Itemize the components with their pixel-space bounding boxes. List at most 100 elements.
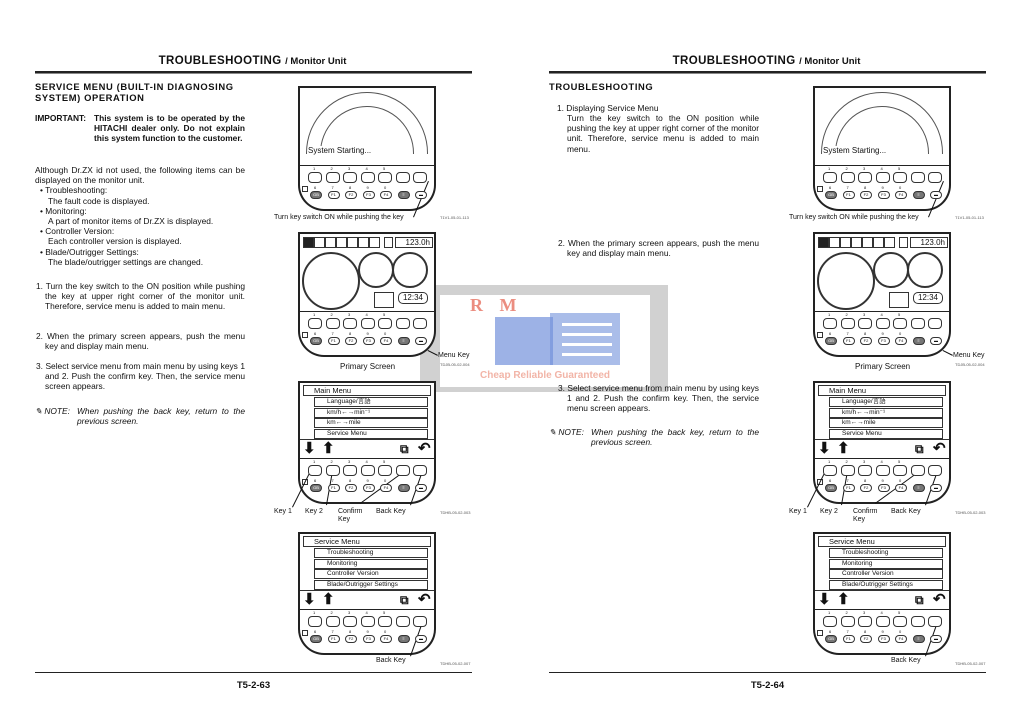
function-key[interactable]: F1 [842,191,855,199]
menu-item[interactable]: km/h←→min⁻¹ [314,407,428,418]
menu-item[interactable]: km←→mile [829,418,943,428]
function-key[interactable]: F3 [877,635,890,643]
key-3[interactable] [858,465,872,476]
key-3[interactable] [343,465,357,476]
function-key[interactable]: ▬ [415,191,427,199]
function-key[interactable]: ≡ [397,191,410,199]
function-key[interactable]: F1 [842,484,855,492]
key-4[interactable] [360,318,375,329]
key-1[interactable] [823,172,837,183]
key-6[interactable] [910,616,925,627]
function-key[interactable]: F4 [380,337,392,345]
function-key[interactable]: F4 [895,484,907,492]
key-2[interactable] [840,616,855,627]
key-6[interactable] [395,616,410,627]
key-1[interactable] [308,616,322,627]
function-key[interactable]: F2 [345,337,357,345]
function-key[interactable]: F4 [895,191,907,199]
key-1[interactable] [308,172,322,183]
key-4[interactable] [360,465,375,476]
menu-item[interactable]: Controller Version [829,569,943,579]
key-4[interactable] [875,172,890,183]
menu-item[interactable]: Troubleshooting [314,548,428,558]
function-key[interactable]: F3 [877,191,890,199]
function-key[interactable]: F1 [327,191,340,199]
key-6[interactable] [395,172,410,183]
menu-item[interactable]: Blade/Outrigger Settings [829,579,943,590]
function-key[interactable]: ▬ [930,337,942,345]
function-key[interactable]: F2 [345,635,357,643]
menu-item[interactable]: Language/言語 [314,397,428,407]
key-5[interactable] [378,318,392,329]
function-key[interactable]: ▬ [930,484,942,492]
function-key[interactable]: F3 [362,635,375,643]
key-3[interactable] [858,616,872,627]
function-key[interactable]: F1 [842,337,855,345]
function-key[interactable]: F2 [345,191,357,199]
key-5[interactable] [893,465,907,476]
key-7[interactable] [413,172,427,183]
menu-item[interactable]: Language/言語 [829,397,943,407]
function-key[interactable]: F3 [362,484,375,492]
menu-item[interactable]: Service Menu [314,428,428,439]
menu-item[interactable]: Service Menu [829,428,943,439]
function-key[interactable]: F2 [345,484,357,492]
function-key[interactable]: ≡ [912,635,925,643]
menu-item[interactable]: km/h←→min⁻¹ [829,407,943,418]
key-1[interactable] [823,465,837,476]
function-key[interactable]: F3 [877,337,890,345]
key-2[interactable] [325,172,340,183]
key-3[interactable] [343,616,357,627]
key-1[interactable] [308,318,322,329]
function-key[interactable]: F3 [362,337,375,345]
function-key[interactable]: ▬ [415,337,427,345]
key-4[interactable] [360,172,375,183]
function-key[interactable]: GB [310,191,322,199]
function-key[interactable]: F3 [877,484,890,492]
key-5[interactable] [378,172,392,183]
key-5[interactable] [378,465,392,476]
function-key[interactable]: F1 [327,337,340,345]
function-key[interactable]: ▬ [930,635,942,643]
function-key[interactable]: F4 [380,191,392,199]
key-4[interactable] [875,318,890,329]
key-2[interactable] [840,465,855,476]
key-3[interactable] [858,172,872,183]
function-key[interactable]: F2 [860,337,872,345]
function-key[interactable]: F4 [895,337,907,345]
key-3[interactable] [343,172,357,183]
function-key[interactable]: GB [825,191,837,199]
key-4[interactable] [360,616,375,627]
key-5[interactable] [893,616,907,627]
key-6[interactable] [910,465,925,476]
function-key[interactable]: GB [825,635,837,643]
key-1[interactable] [823,318,837,329]
function-key[interactable]: F4 [895,635,907,643]
menu-item[interactable]: Troubleshooting [829,548,943,558]
function-key[interactable]: GB [825,484,837,492]
key-7[interactable] [413,318,427,329]
function-key[interactable]: ≡ [397,635,410,643]
key-5[interactable] [378,616,392,627]
key-2[interactable] [325,318,340,329]
key-5[interactable] [893,172,907,183]
key-4[interactable] [875,616,890,627]
key-7[interactable] [928,465,942,476]
menu-item[interactable]: Monitoring [829,558,943,569]
key-2[interactable] [325,616,340,627]
key-7[interactable] [413,465,427,476]
function-key[interactable]: ▬ [415,635,427,643]
key-4[interactable] [875,465,890,476]
function-key[interactable]: ≡ [397,337,410,345]
function-key[interactable]: F2 [860,484,872,492]
function-key[interactable]: F3 [362,191,375,199]
key-3[interactable] [343,318,357,329]
key-2[interactable] [840,318,855,329]
function-key[interactable]: GB [310,635,322,643]
menu-item[interactable]: Blade/Outrigger Settings [314,579,428,590]
function-key[interactable]: F1 [327,484,340,492]
key-6[interactable] [910,318,925,329]
key-2[interactable] [325,465,340,476]
function-key[interactable]: F2 [860,635,872,643]
function-key[interactable]: GB [310,337,322,345]
